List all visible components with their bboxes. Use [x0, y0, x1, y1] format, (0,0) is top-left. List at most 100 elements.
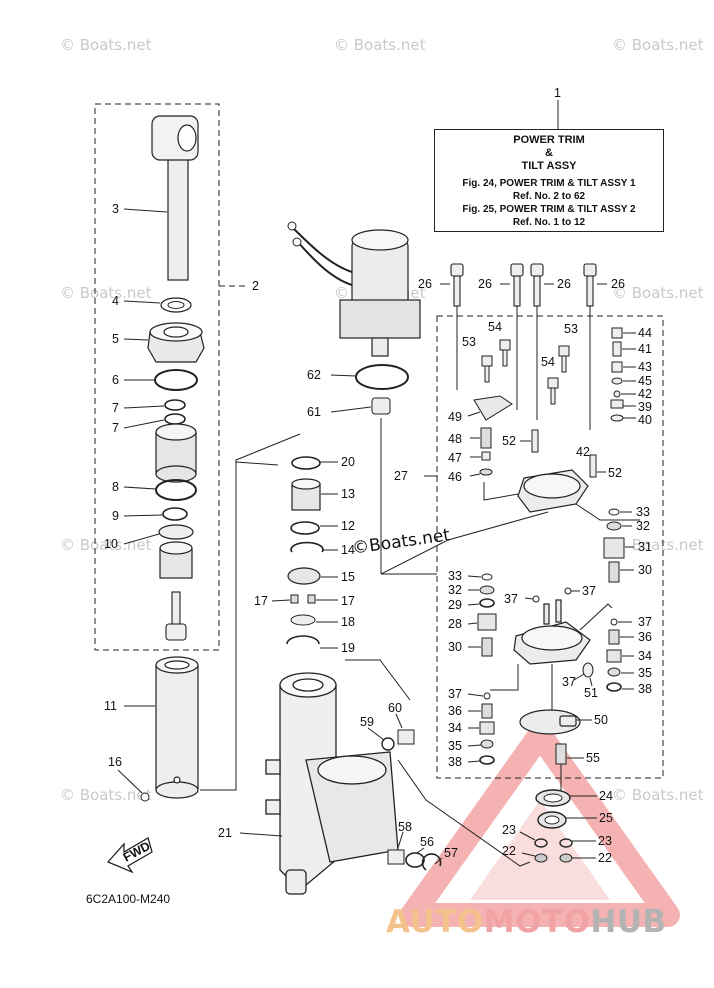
- callout-32: 32: [448, 583, 462, 597]
- watermark: © Boats.net: [60, 284, 152, 302]
- callout-26: 26: [478, 277, 492, 291]
- callout-12: 12: [341, 519, 355, 533]
- title-box: POWER TRIM & TILT ASSY Fig. 24, POWER TR…: [434, 129, 664, 232]
- callout-37: 37: [638, 615, 652, 629]
- callout-38: 38: [638, 682, 652, 696]
- callout-43: 43: [638, 360, 652, 374]
- callout-38: 38: [448, 755, 462, 769]
- motor-part: [339, 229, 421, 357]
- callout-9: 9: [112, 509, 119, 523]
- callout-51: 51: [584, 686, 598, 700]
- callout-36: 36: [638, 630, 652, 644]
- callout-3: 3: [112, 202, 119, 216]
- callout-33: 33: [448, 569, 462, 583]
- callout-4: 4: [112, 294, 119, 308]
- callout-57: 57: [444, 846, 458, 860]
- callout-62: 62: [307, 368, 321, 382]
- callout-60: 60: [388, 701, 402, 715]
- callout-2: 2: [252, 279, 259, 293]
- callout-30: 30: [448, 640, 462, 654]
- callout-23: 23: [598, 834, 612, 848]
- callout-48: 48: [448, 432, 462, 446]
- watermark: © Boats.net: [60, 36, 152, 54]
- callout-21: 21: [218, 826, 232, 840]
- callout-24: 24: [599, 789, 613, 803]
- callout-18: 18: [341, 615, 355, 629]
- watermark: © Boats.net: [612, 786, 704, 804]
- callout-59: 59: [360, 715, 374, 729]
- housing-part: [265, 672, 399, 895]
- callout-20: 20: [341, 455, 355, 469]
- callout-28: 28: [448, 617, 462, 631]
- callout-26: 26: [418, 277, 432, 291]
- callout-52: 52: [502, 434, 516, 448]
- watermark: © Boats.net: [60, 536, 152, 554]
- title-line: &: [545, 147, 553, 159]
- callout-5: 5: [112, 332, 119, 346]
- callout-35: 35: [448, 739, 462, 753]
- watermark: © Boats.net: [612, 536, 704, 554]
- callout-58: 58: [398, 820, 412, 834]
- callout-31: 31: [638, 540, 652, 554]
- callout-16: 16: [108, 755, 122, 769]
- reference-line: Ref. No. 2 to 62: [512, 191, 586, 202]
- callout-54: 54: [488, 320, 502, 334]
- callout-1: 1: [554, 86, 561, 100]
- callout-46: 46: [448, 470, 462, 484]
- callout-6: 6: [112, 373, 119, 387]
- callout-30: 30: [638, 563, 652, 577]
- callout-33: 33: [636, 505, 650, 519]
- callout-42: 42: [638, 387, 652, 401]
- callout-34: 34: [448, 721, 462, 735]
- callout-26: 26: [557, 277, 571, 291]
- title-line: POWER TRIM: [513, 134, 585, 146]
- callout-25: 25: [599, 811, 613, 825]
- callout-labels: 1 2 3 4 5 6 7 7 8 9 10 11 16 21 20 13 12…: [104, 86, 652, 865]
- callout-15: 15: [341, 570, 355, 584]
- callout-22: 22: [598, 851, 612, 865]
- callout-40: 40: [638, 413, 652, 427]
- watermark: © Boats.net: [612, 36, 704, 54]
- callout-17: 17: [254, 594, 268, 608]
- callout-19: 19: [341, 641, 355, 655]
- fwd-arrow-icon: [106, 837, 153, 874]
- callout-56: 56: [420, 835, 434, 849]
- logo-part: AUTO: [386, 904, 484, 940]
- callout-55: 55: [586, 751, 600, 765]
- callout-37: 37: [448, 687, 462, 701]
- callout-11: 11: [104, 699, 117, 713]
- callout-45: 45: [638, 374, 652, 388]
- callout-35: 35: [638, 666, 652, 680]
- callout-23: 23: [502, 823, 516, 837]
- title-line: TILT ASSY: [521, 160, 577, 172]
- callout-42: 42: [576, 445, 590, 459]
- logo-triangle-icon: [400, 723, 680, 927]
- callout-37: 37: [504, 592, 518, 606]
- callout-41: 41: [638, 342, 652, 356]
- callout-53: 53: [564, 322, 578, 336]
- callout-17: 17: [341, 594, 355, 608]
- reference-line: Fig. 24, POWER TRIM & TILT ASSY 1: [462, 178, 636, 189]
- callout-37: 37: [582, 584, 596, 598]
- callout-52: 52: [608, 466, 622, 480]
- callout-7: 7: [112, 401, 119, 415]
- callout-34: 34: [638, 649, 652, 663]
- callout-53: 53: [462, 335, 476, 349]
- callout-39: 39: [638, 400, 652, 414]
- watermark: © Boats.net: [612, 284, 704, 302]
- logo-part: MOTO: [483, 904, 591, 940]
- callout-26: 26: [611, 277, 625, 291]
- callout-29: 29: [448, 598, 462, 612]
- callout-61: 61: [307, 405, 321, 419]
- callout-32: 32: [636, 519, 650, 533]
- callout-44: 44: [638, 326, 652, 340]
- watermark: © Boats.net: [60, 786, 152, 804]
- callout-13: 13: [341, 487, 355, 501]
- rod-part: [151, 115, 199, 281]
- logo-part: HUB: [590, 904, 667, 940]
- callout-8: 8: [112, 480, 119, 494]
- reference-line: Ref. No. 1 to 12: [512, 217, 586, 228]
- callout-54: 54: [541, 355, 555, 369]
